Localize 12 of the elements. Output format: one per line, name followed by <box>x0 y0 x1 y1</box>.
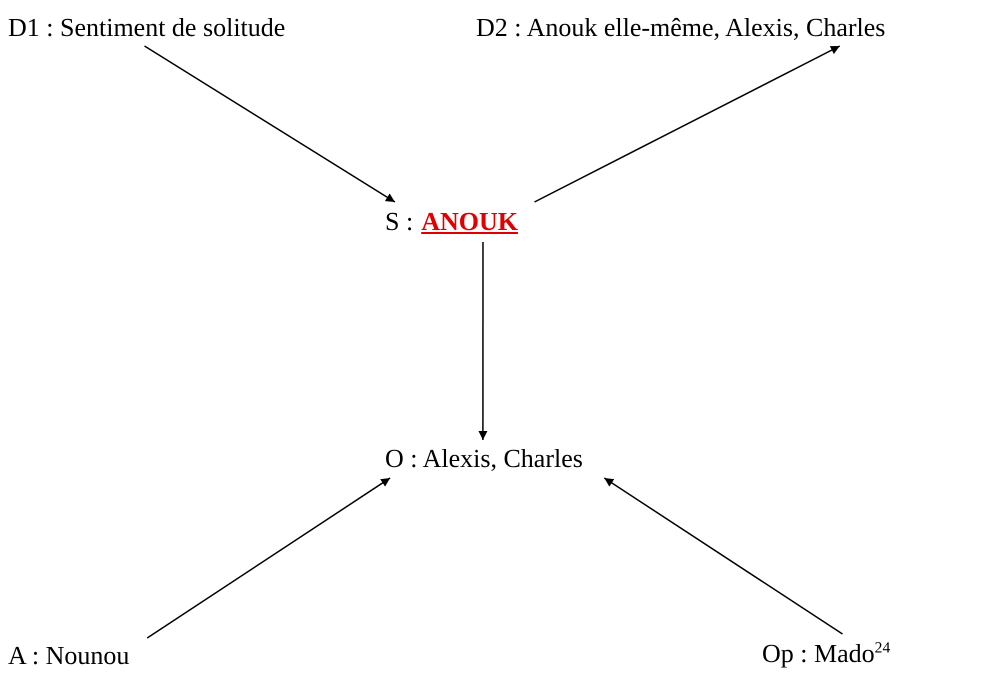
subject-name: ANOUK <box>421 207 518 237</box>
node-label: S : <box>385 207 414 237</box>
arrow <box>146 477 391 639</box>
node-label: A : Nounou <box>8 641 130 671</box>
arrow <box>478 242 488 440</box>
arrow <box>604 477 843 635</box>
arrow <box>534 45 840 203</box>
arrow <box>144 45 396 203</box>
node-label: D2 : Anouk elle-même, Alexis, Charles <box>476 13 886 43</box>
node-label: Op : Mado$^{24}$ <box>762 639 890 669</box>
node-label: O : Alexis, Charles <box>385 444 583 474</box>
node-label: D1 : Sentiment de solitude <box>8 13 286 43</box>
